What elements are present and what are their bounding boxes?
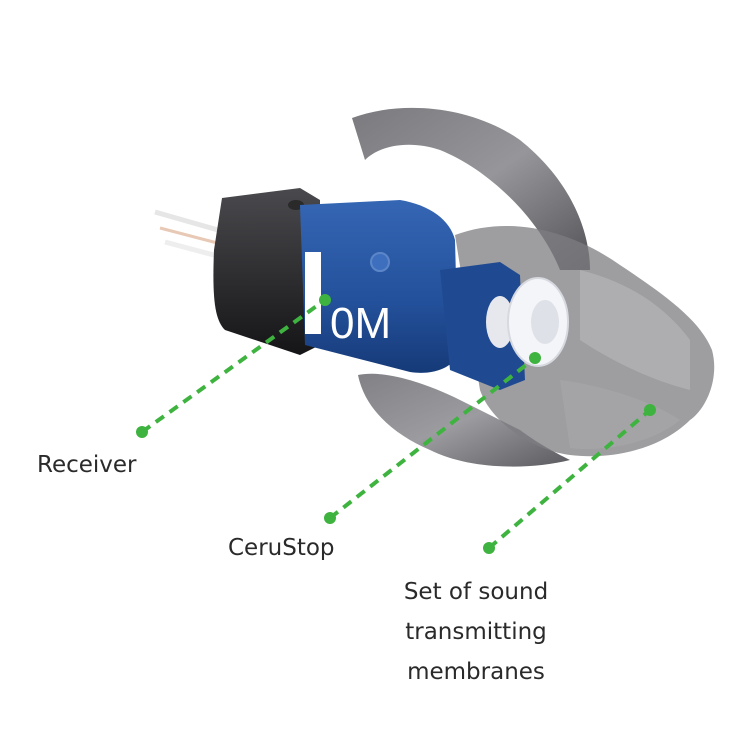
leader-line-receiver (140, 298, 327, 434)
leader-dot-membranes (644, 404, 656, 416)
leader-line-cerustop (328, 356, 537, 520)
leader-dot-membranes-start (483, 542, 495, 554)
leader-lines (140, 298, 652, 550)
receiver-back-housing (213, 188, 320, 355)
receiver-marking: 0M (330, 299, 391, 348)
receiver-body (300, 200, 458, 373)
leader-dot-cerustop (529, 352, 541, 364)
leader-dot-receiver-start (136, 426, 148, 438)
cerustop-filter (486, 277, 569, 367)
leader-dot-cerustop-start (324, 512, 336, 524)
receiver-marking-bar (305, 252, 321, 334)
label-membranes-line-1: Set of sound (403, 579, 549, 605)
label-membranes-line-2: transmitting (405, 619, 547, 645)
leader-dot-receiver (319, 294, 331, 306)
label-receiver: Receiver (37, 452, 137, 478)
leader-line-membranes (487, 408, 652, 550)
label-membranes: Set of sound transmitting membranes (376, 572, 576, 692)
label-cerustop: CeruStop (228, 535, 335, 561)
dome-lower-wing (358, 373, 570, 467)
label-membranes-line-3: membranes (407, 659, 545, 685)
